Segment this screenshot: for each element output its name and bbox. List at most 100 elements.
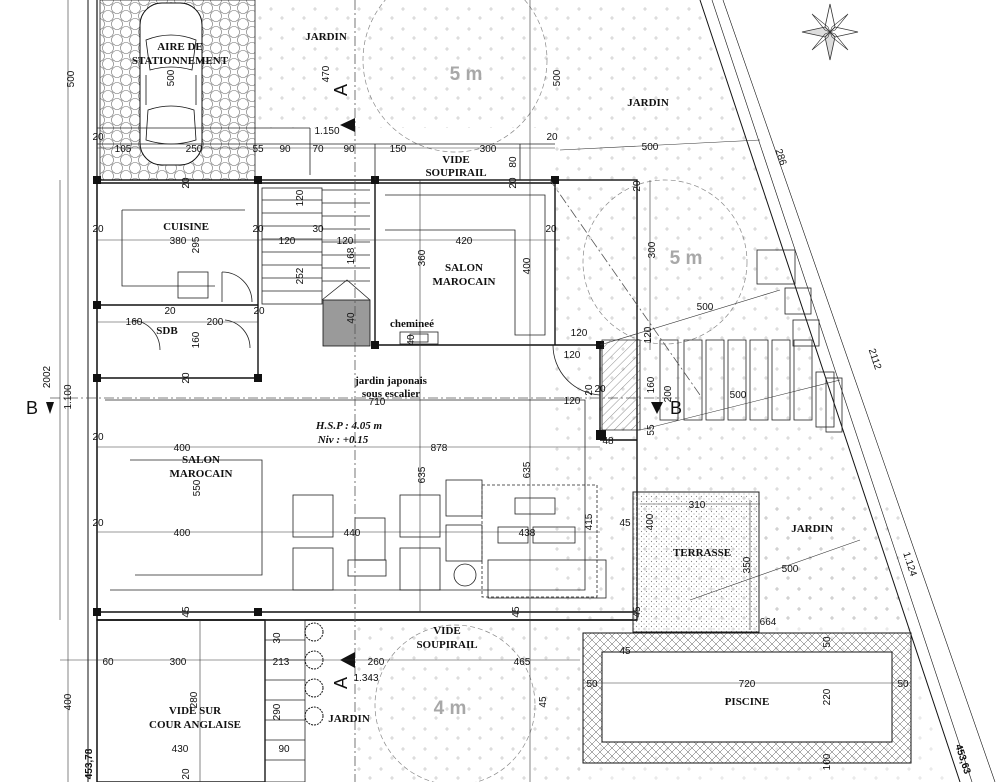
dim-label: 20 [594,384,606,395]
radius-label-top: 5 m [450,64,483,85]
label-vide-bottom-1: VIDE [433,625,461,637]
dim-label: 400 [63,693,74,710]
dim-label: 90 [343,144,355,155]
dim-label: 300 [480,144,497,155]
section-marker-a-top: A [331,84,355,132]
dim-label: 720 [739,679,756,690]
dim-label: 160 [646,376,657,393]
dim-label: 45 [538,696,549,708]
dim-label: 168 [346,247,357,264]
dim-label: 453,78 [84,748,95,779]
dim-label: 400 [522,257,533,274]
pool [582,632,912,764]
dim-label: 50 [822,636,833,648]
label-aire-1: AIRE DE [157,41,203,53]
dim-label: 120 [279,236,296,247]
dim-label: 70 [312,144,324,155]
dim-label: 213 [273,657,290,668]
section-marker-a-bottom: A [331,652,355,689]
top-fence [97,127,555,180]
dim-label: 430 [172,744,189,755]
dim-label: 45 [632,606,643,618]
dim-label: 20 [92,132,104,143]
dim-label: 120 [564,350,581,361]
dimension-labels: 105 250 55 90 70 90 150 300 20 20 1.150 … [42,65,972,779]
dim-label: 500 [642,142,659,153]
dim-label: 45 [619,646,631,657]
svg-text:B: B [670,398,682,418]
dim-label: 40 [406,334,417,346]
tree-radii: 5 m 5 m 4 m [362,0,748,782]
dim-label: 465 [514,657,531,668]
plant-icon [304,622,324,726]
dim-label: 280 [189,691,200,708]
dim-label: 295 [191,236,202,253]
dim-label: 290 [272,703,283,720]
dim-label: 500 [552,69,563,86]
dim-label: 440 [344,528,361,539]
dim-label: 20 [181,768,192,780]
dim-label: 120 [337,236,354,247]
terrasse-area [632,491,760,633]
dim-label: 30 [312,224,324,235]
label-jardin-mid-right: JARDIN [791,523,833,535]
label-vide-top-1: VIDE [442,154,470,166]
dim-label: 200 [207,317,224,328]
label-vide-bottom-2: SOUPIRAIL [416,639,477,651]
dim-label: 878 [431,443,448,454]
dim-label: 2112 [866,347,883,371]
cour-anglaise [96,619,324,782]
dim-label: 90 [278,744,290,755]
label-sdb: SDB [156,325,178,337]
svg-text:A: A [331,84,351,96]
dim-label: 100 [822,753,833,770]
dim-label: 160 [191,331,202,348]
dim-label: 20 [92,432,104,443]
dim-label: 710 [369,397,386,408]
dim-label: 420 [456,236,473,247]
dim-label: 453,63 [952,743,972,776]
dim-label: 250 [186,144,203,155]
dim-label: 500 [697,302,714,313]
dim-label: 400 [174,443,191,454]
dim-label: 40 [346,312,357,324]
dim-label: 30 [272,632,283,644]
dim-label: 50 [586,679,598,690]
dim-label: 1.150 [314,126,339,137]
label-salon-main-2: MAROCAIN [170,468,233,480]
dim-label: 45 [511,606,522,618]
label-cheminee: chemineé [390,318,434,330]
dim-label: 1.343 [353,673,378,684]
dim-label: 90 [279,144,291,155]
dim-label: 300 [170,657,187,668]
dim-label: 470 [321,65,332,82]
dim-label: 55 [646,424,657,436]
label-salon-main-1: SALON [182,454,220,466]
label-vide-cour-2: COUR ANGLAISE [149,719,241,731]
dim-label: 60 [102,657,114,668]
dim-label: 20 [584,384,595,396]
label-vide-cour-1: VIDE SUR [169,705,222,717]
dim-label: 20 [181,177,192,189]
label-jardin-right: JARDIN [627,97,669,109]
dim-label: 500 [66,70,77,87]
dim-label: 120 [643,326,654,343]
dim-label: 105 [115,144,132,155]
label-jardin-bottom: JARDIN [328,713,370,725]
room-labels: JARDIN AIRE DE STATIONNEMENT JARDIN VIDE… [132,31,833,731]
car-icon [139,2,203,166]
radius-label-right: 5 m [670,248,703,269]
svg-text:B: B [26,398,38,418]
dim-label: 550 [192,479,203,496]
dim-label: 380 [170,236,187,247]
dim-label: 120 [571,328,588,339]
label-aire-2: STATIONNEMENT [132,55,229,67]
label-jardin-japonais-2: sous escalier [362,388,420,400]
section-marker-b-right: B [651,398,682,418]
dim-label: 80 [508,156,519,168]
label-niv: Niv : +0.15 [317,434,369,446]
dim-label: 400 [174,528,191,539]
dim-label: 20 [546,132,558,143]
svg-text:A: A [331,677,351,689]
dim-label: 350 [742,556,753,573]
